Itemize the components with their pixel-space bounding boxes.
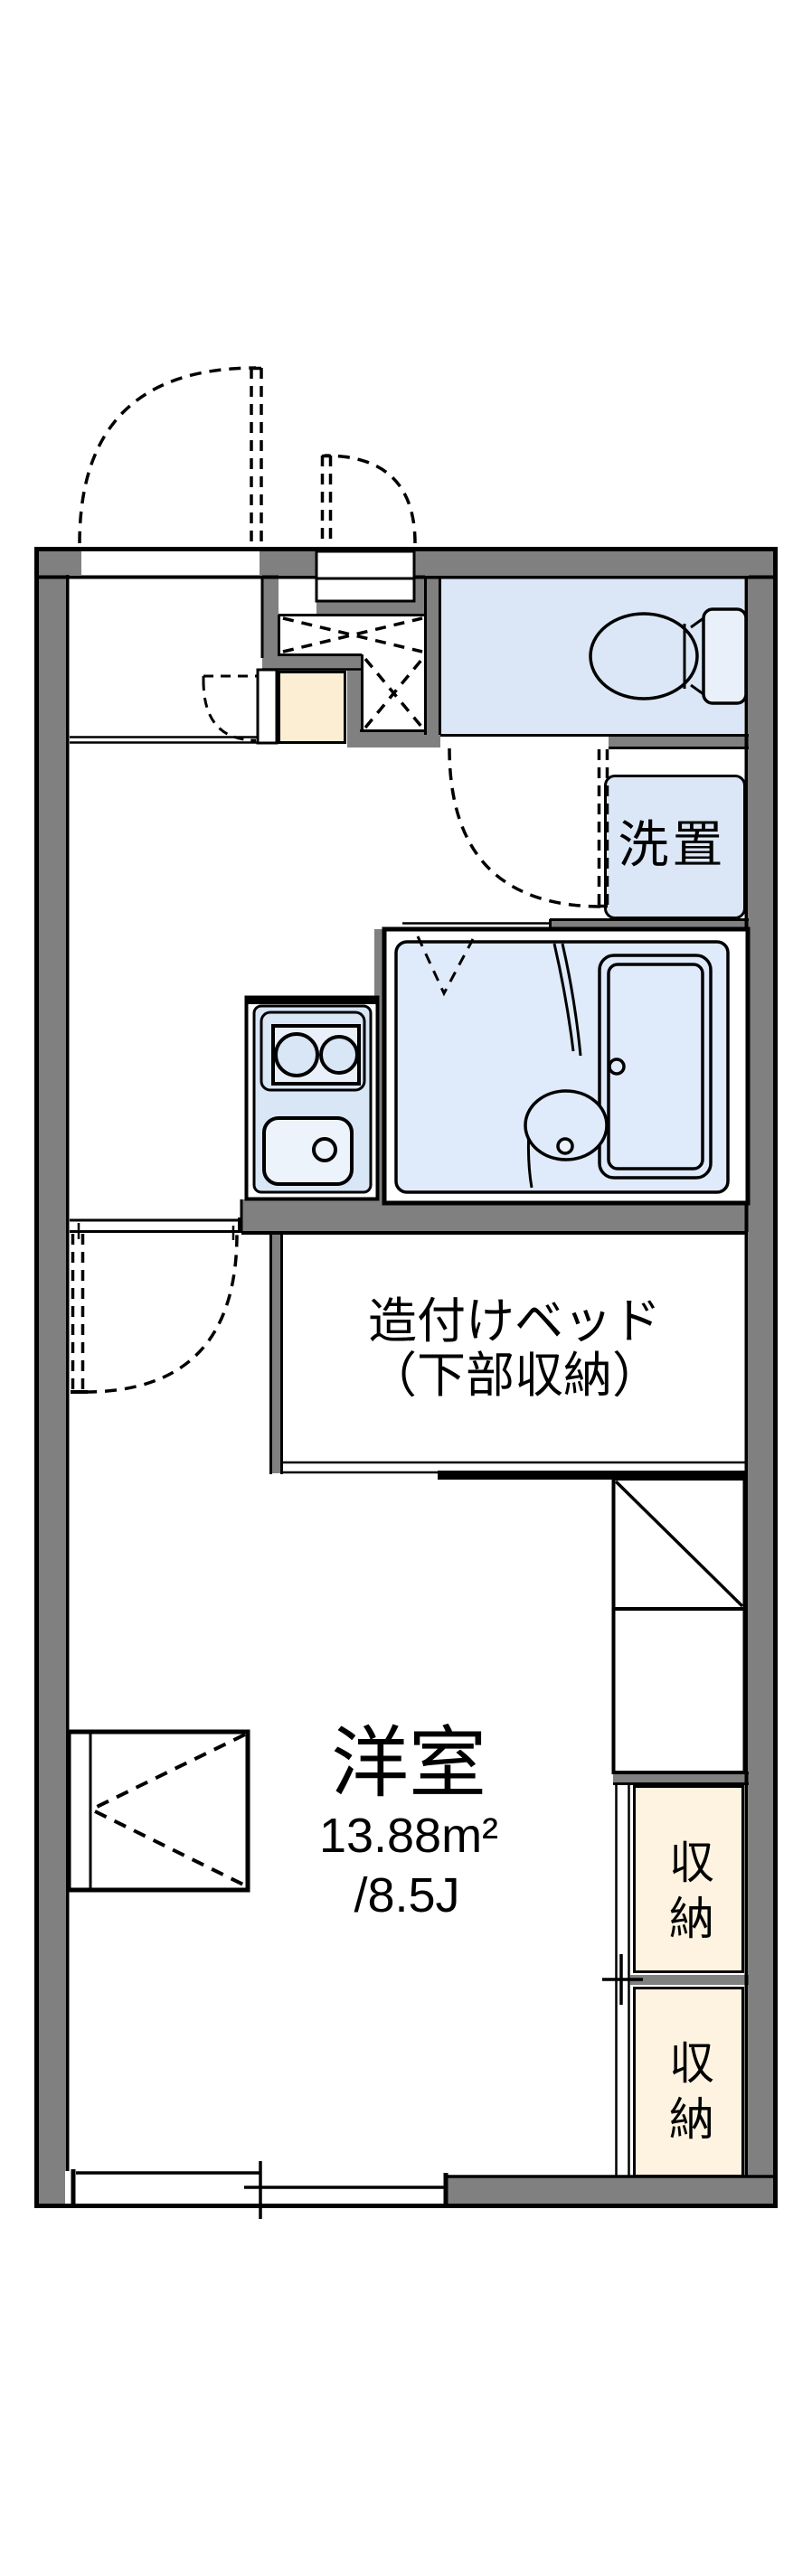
wall-above-step [262, 656, 360, 671]
entrance-alcove [315, 550, 416, 603]
toilet-room-outline [440, 734, 749, 749]
bed-label-line1: 造付けベッド [368, 1294, 661, 1349]
alcove-door-swing [320, 454, 417, 544]
built-in-bed-label: 造付けベッド （下部収納） [281, 1294, 748, 1404]
wall-right [749, 575, 773, 2204]
wall-genkan-lowerleft [347, 656, 362, 732]
wall-top-right [414, 551, 773, 575]
wall-top-corner [39, 551, 81, 575]
bottom-window [71, 2161, 773, 2219]
stove-icon [260, 1011, 366, 1092]
sink-icon [262, 1116, 354, 1186]
storage-upper-box [633, 1785, 744, 1973]
genkan-outline [256, 577, 441, 745]
bathtub-icon [598, 954, 713, 1180]
wall-alcove-right [414, 575, 425, 616]
wall-genkan-left-bar [262, 575, 279, 658]
bath-door-fold-mark [416, 935, 475, 997]
wall-top-mid [260, 551, 316, 575]
wall-alcove-sill [316, 601, 414, 616]
bed-area-outline [269, 1231, 748, 1480]
wall-left [39, 551, 65, 2204]
kitchen-counter [244, 995, 380, 1201]
storage-lower-label: 収納 [663, 2039, 713, 2151]
room-area-sqm-label: 13.88m² [318, 1809, 499, 1863]
room-threshold [70, 1199, 748, 1240]
shower-screen-line [552, 943, 575, 1052]
wall-under-toilet [609, 735, 749, 747]
bay-window-box [66, 1729, 250, 1893]
room-area-tatami-label: /8.5J [354, 1868, 460, 1923]
wall-closet-divider [630, 1975, 749, 1985]
entrance-door-swing [78, 366, 263, 544]
genkan-cross-marks [282, 616, 424, 729]
bedroom-door-swing [71, 1233, 239, 1394]
bath-room [382, 926, 751, 1206]
refrigerator-space [611, 1477, 749, 1785]
closet-front-lines [602, 1785, 643, 2176]
washbasin-icon [524, 1089, 609, 1161]
wall-closet-top [613, 1772, 749, 1784]
genkan-door-swing [202, 674, 257, 742]
storage-lower-box [633, 1987, 744, 2177]
wall-bottom-right [445, 2176, 773, 2204]
toilet-icon [589, 607, 748, 705]
laundry-label: 洗置 [618, 816, 727, 873]
wall-genkan-bottom [347, 730, 440, 747]
bed-label-line2: （下部収納） [368, 1349, 661, 1404]
toilet-door-swing [448, 747, 609, 908]
storage-upper-label: 収納 [663, 1838, 713, 1951]
genkan-step [278, 671, 346, 744]
hall-threshold [70, 736, 258, 744]
room-name-label: 洋室 [331, 1720, 486, 1807]
wall-bed-left [271, 1231, 281, 1473]
wall-toilet-left [425, 578, 440, 735]
